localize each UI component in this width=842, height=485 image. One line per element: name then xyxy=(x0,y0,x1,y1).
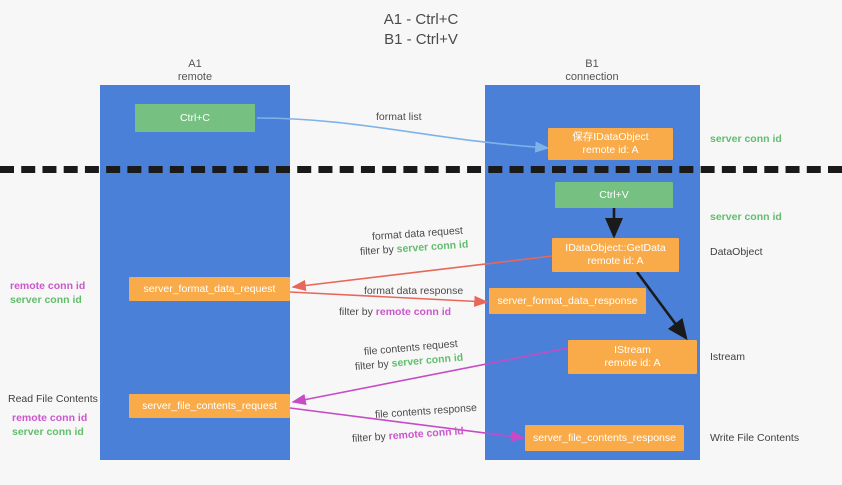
filter-prefix: filter by xyxy=(359,243,398,258)
box-save-idataobject-line1: 保存IDataObject xyxy=(572,131,649,143)
label-left-remote-conn-id-2: remote conn id xyxy=(12,412,88,424)
box-ctrl-c[interactable]: Ctrl+C xyxy=(135,104,255,132)
box-ctrl-v[interactable]: Ctrl+V xyxy=(555,182,673,208)
box-server-file-contents-response-label: server_file_contents_response xyxy=(532,431,676,444)
box-ctrl-v-label: Ctrl+V xyxy=(599,188,629,201)
label-right-server-conn-id-mid: server conn id xyxy=(710,211,782,223)
box-istream-line1: IStream xyxy=(614,344,651,356)
label-format-list: format list xyxy=(376,111,422,123)
column-header-a1: A1 remote xyxy=(130,58,260,84)
box-server-file-contents-request-label: server_file_contents_request xyxy=(142,399,277,412)
box-getdata-line1: IDataObject::GetData xyxy=(565,242,666,254)
title-line-1: A1 - Ctrl+C xyxy=(383,11,459,28)
label-right-istream: Istream xyxy=(710,351,746,363)
box-istream[interactable]: IStream remote id: A xyxy=(568,340,697,374)
box-save-idataobject-line2: remote id: A xyxy=(582,144,639,156)
box-server-format-data-response[interactable]: server_format_data_response xyxy=(489,288,646,314)
filter-key-remote-conn-id: remote conn id xyxy=(375,306,452,318)
label-left-server-conn-id-1: server conn id xyxy=(10,294,82,306)
column-b1-subtitle: connection xyxy=(565,71,619,83)
label-format-data-response-filter: filter by remote conn id xyxy=(339,305,451,319)
box-server-format-data-request-label: server_format_data_request xyxy=(143,282,276,295)
label-right-write-file-contents: Write File Contents xyxy=(710,432,800,444)
label-left-read-file-contents: Read File Contents xyxy=(8,393,98,405)
filter-prefix: filter by xyxy=(339,306,376,318)
title-line-2: B1 - Ctrl+V xyxy=(384,31,458,48)
column-b1-name: B1 xyxy=(585,58,599,70)
filter-key-remote-conn-id: remote conn id xyxy=(388,425,465,443)
box-getdata-line2: remote id: A xyxy=(587,255,644,267)
box-server-file-contents-response[interactable]: server_file_contents_response xyxy=(525,425,684,451)
column-header-b1: B1 connection xyxy=(527,58,657,84)
filter-key-server-conn-id: server conn id xyxy=(396,238,469,256)
column-a1-subtitle: remote xyxy=(177,71,213,83)
column-a1-name: A1 xyxy=(188,58,202,70)
label-file-contents-response: file contents response xyxy=(374,401,478,421)
filter-prefix: filter by xyxy=(351,430,390,445)
box-server-format-data-response-label: server_format_data_response xyxy=(497,294,638,307)
label-right-server-conn-id-top: server conn id xyxy=(710,133,782,145)
filter-prefix: filter by xyxy=(354,357,393,373)
label-file-contents-response-filter: filter by remote conn id xyxy=(352,424,465,446)
box-save-idataobject[interactable]: 保存IDataObject remote id: A xyxy=(548,128,673,160)
box-ctrl-c-label: Ctrl+C xyxy=(179,111,211,124)
label-format-data-response: format data response xyxy=(364,285,464,297)
dashed-divider xyxy=(0,166,842,173)
label-right-dataobject: DataObject xyxy=(710,246,763,258)
label-left-server-conn-id-2: server conn id xyxy=(12,426,84,438)
box-server-file-contents-request[interactable]: server_file_contents_request xyxy=(129,394,290,418)
label-left-remote-conn-id-1: remote conn id xyxy=(10,280,86,292)
box-server-format-data-request[interactable]: server_format_data_request xyxy=(129,277,290,301)
page-title: A1 - Ctrl+C B1 - Ctrl+V xyxy=(0,10,842,50)
box-idataobject-getdata[interactable]: IDataObject::GetData remote id: A xyxy=(552,238,679,272)
box-istream-line2: remote id: A xyxy=(604,357,661,369)
